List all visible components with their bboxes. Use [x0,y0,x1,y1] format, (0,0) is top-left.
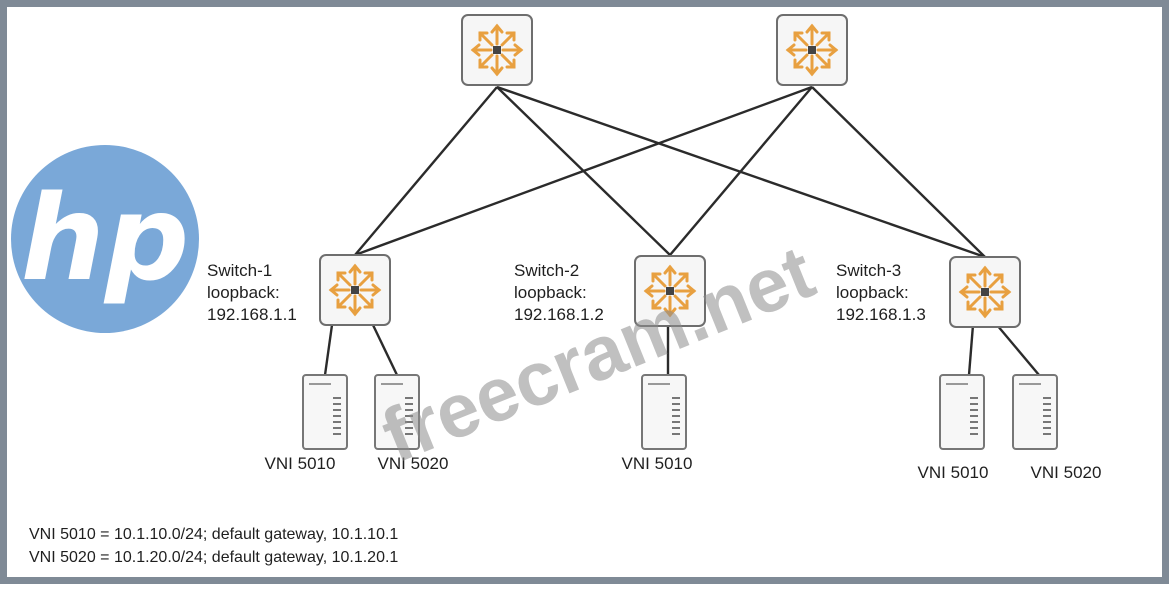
vni-label: VNI 5010 [918,463,989,482]
server-icon [939,374,985,450]
spine-switch-2-icon [775,13,849,87]
switch-1-name: Switch-1 [207,261,272,280]
hp-logo: hp [11,145,199,333]
vni-label: VNI 5020 [1031,463,1102,482]
spine-leaf-links [354,85,986,259]
server-icon [641,374,687,450]
network-topology-diagram: hp Switch-1 loopback: 192.168.1.1 Switch… [11,13,1102,566]
switch-3-name: Switch-3 [836,261,901,280]
vni-label: VNI 5010 [265,454,336,473]
switch-3-ip: 192.168.1.3 [836,305,926,324]
switch-3-loopback: loopback: [836,283,909,302]
switch-3-icon [948,255,1022,329]
link-spine2-switch1 [354,85,813,257]
switch-2-name: Switch-2 [514,261,579,280]
hp-logo-text: hp [21,169,189,307]
link-spine2-switch3 [811,86,986,258]
leaf-server-links [323,324,1040,376]
switch-2-loopback: loopback: [514,283,587,302]
note-vni-5020: VNI 5020 = 10.1.20.0/24; default gateway… [29,549,398,566]
link-spine2-switch2 [669,86,813,256]
switch-2-ip: 192.168.1.2 [514,305,604,324]
server-icon [1012,374,1058,450]
switch-1-loopback: loopback: [207,283,280,302]
switch-1-icon [318,253,392,327]
switch-1-ip: 192.168.1.1 [207,305,297,324]
vni-label: VNI 5010 [622,454,693,473]
link-spine1-switch1 [354,86,498,256]
server-icon [302,374,348,450]
watermark-text: freecram.net [371,229,826,479]
note-vni-5010: VNI 5010 = 10.1.10.0/24; default gateway… [29,526,398,543]
spine-switch-1-icon [460,13,534,87]
vni-label: VNI 5020 [378,454,449,473]
